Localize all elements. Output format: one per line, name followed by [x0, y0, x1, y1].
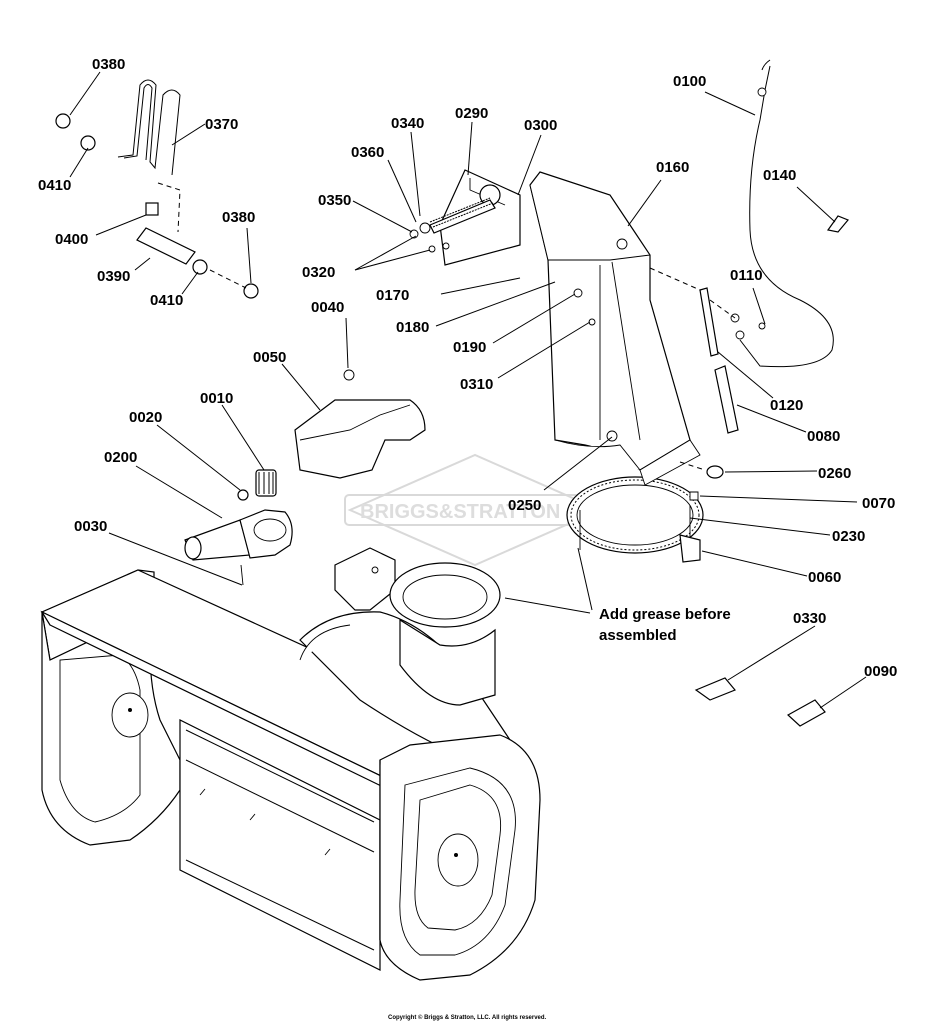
label-0070: 0070: [862, 495, 895, 512]
chute-base-flange: [334, 547, 501, 706]
label-0200: 0200: [104, 449, 137, 466]
deflector-bracket: [409, 169, 521, 266]
chute: [529, 171, 701, 486]
leader-lines: [69, 71, 867, 709]
grease-leader-1: [504, 597, 591, 614]
auger-housing: [40, 569, 541, 981]
label-0010: 0010: [200, 390, 233, 407]
label-0100: 0100: [673, 73, 706, 90]
label-0040: 0040: [311, 299, 344, 316]
copyright-notice: Copyright © Briggs & Stratton, LLC. All …: [388, 1014, 547, 1021]
grease-leader-2: [577, 547, 593, 611]
label-0160: 0160: [656, 159, 689, 176]
label-0020: 0020: [129, 409, 162, 426]
label-0410-top: 0410: [38, 177, 71, 194]
label-0320: 0320: [302, 264, 335, 281]
clips: [694, 677, 826, 727]
watermark-text: BRIGGS&STRATTON: [360, 501, 560, 523]
label-0230: 0230: [832, 528, 865, 545]
label-0050: 0050: [253, 349, 286, 366]
label-0080: 0080: [807, 428, 840, 445]
label-0170: 0170: [376, 287, 409, 304]
label-0340: 0340: [391, 115, 424, 132]
label-0300: 0300: [524, 117, 557, 134]
label-0060: 0060: [808, 569, 841, 586]
label-0120: 0120: [770, 397, 803, 414]
label-0260: 0260: [818, 465, 851, 482]
label-0380-top: 0380: [92, 56, 125, 73]
label-0290: 0290: [455, 105, 488, 122]
label-0190: 0190: [453, 339, 486, 356]
tubes: [649, 267, 739, 434]
label-0330: 0330: [793, 610, 826, 627]
label-0390: 0390: [97, 268, 130, 285]
grease-note-line-2: assembled: [599, 627, 677, 644]
cover: [294, 369, 426, 479]
label-0140: 0140: [763, 167, 796, 184]
label-0310: 0310: [460, 376, 493, 393]
crank-rod-assembly: [55, 79, 259, 299]
label-0400: 0400: [55, 231, 88, 248]
label-0090: 0090: [864, 663, 897, 680]
gear-motor: [184, 469, 293, 586]
chute-ring: [566, 476, 704, 563]
label-0350: 0350: [318, 192, 351, 209]
label-0380-mid: 0380: [222, 209, 255, 226]
label-0410-mid: 0410: [150, 292, 183, 309]
control-cable: [730, 59, 849, 368]
label-0180: 0180: [396, 319, 429, 336]
label-0030: 0030: [74, 518, 107, 535]
label-0250: 0250: [508, 497, 541, 514]
label-0370: 0370: [205, 116, 238, 133]
grease-note-line-1: Add grease before: [599, 606, 731, 623]
part-labels: 0380 0370 0410 0400 0380 0390 0410 0290 …: [38, 56, 897, 680]
label-0360: 0360: [351, 144, 384, 161]
label-0110: 0110: [730, 267, 763, 284]
small-hardware: [679, 322, 766, 501]
